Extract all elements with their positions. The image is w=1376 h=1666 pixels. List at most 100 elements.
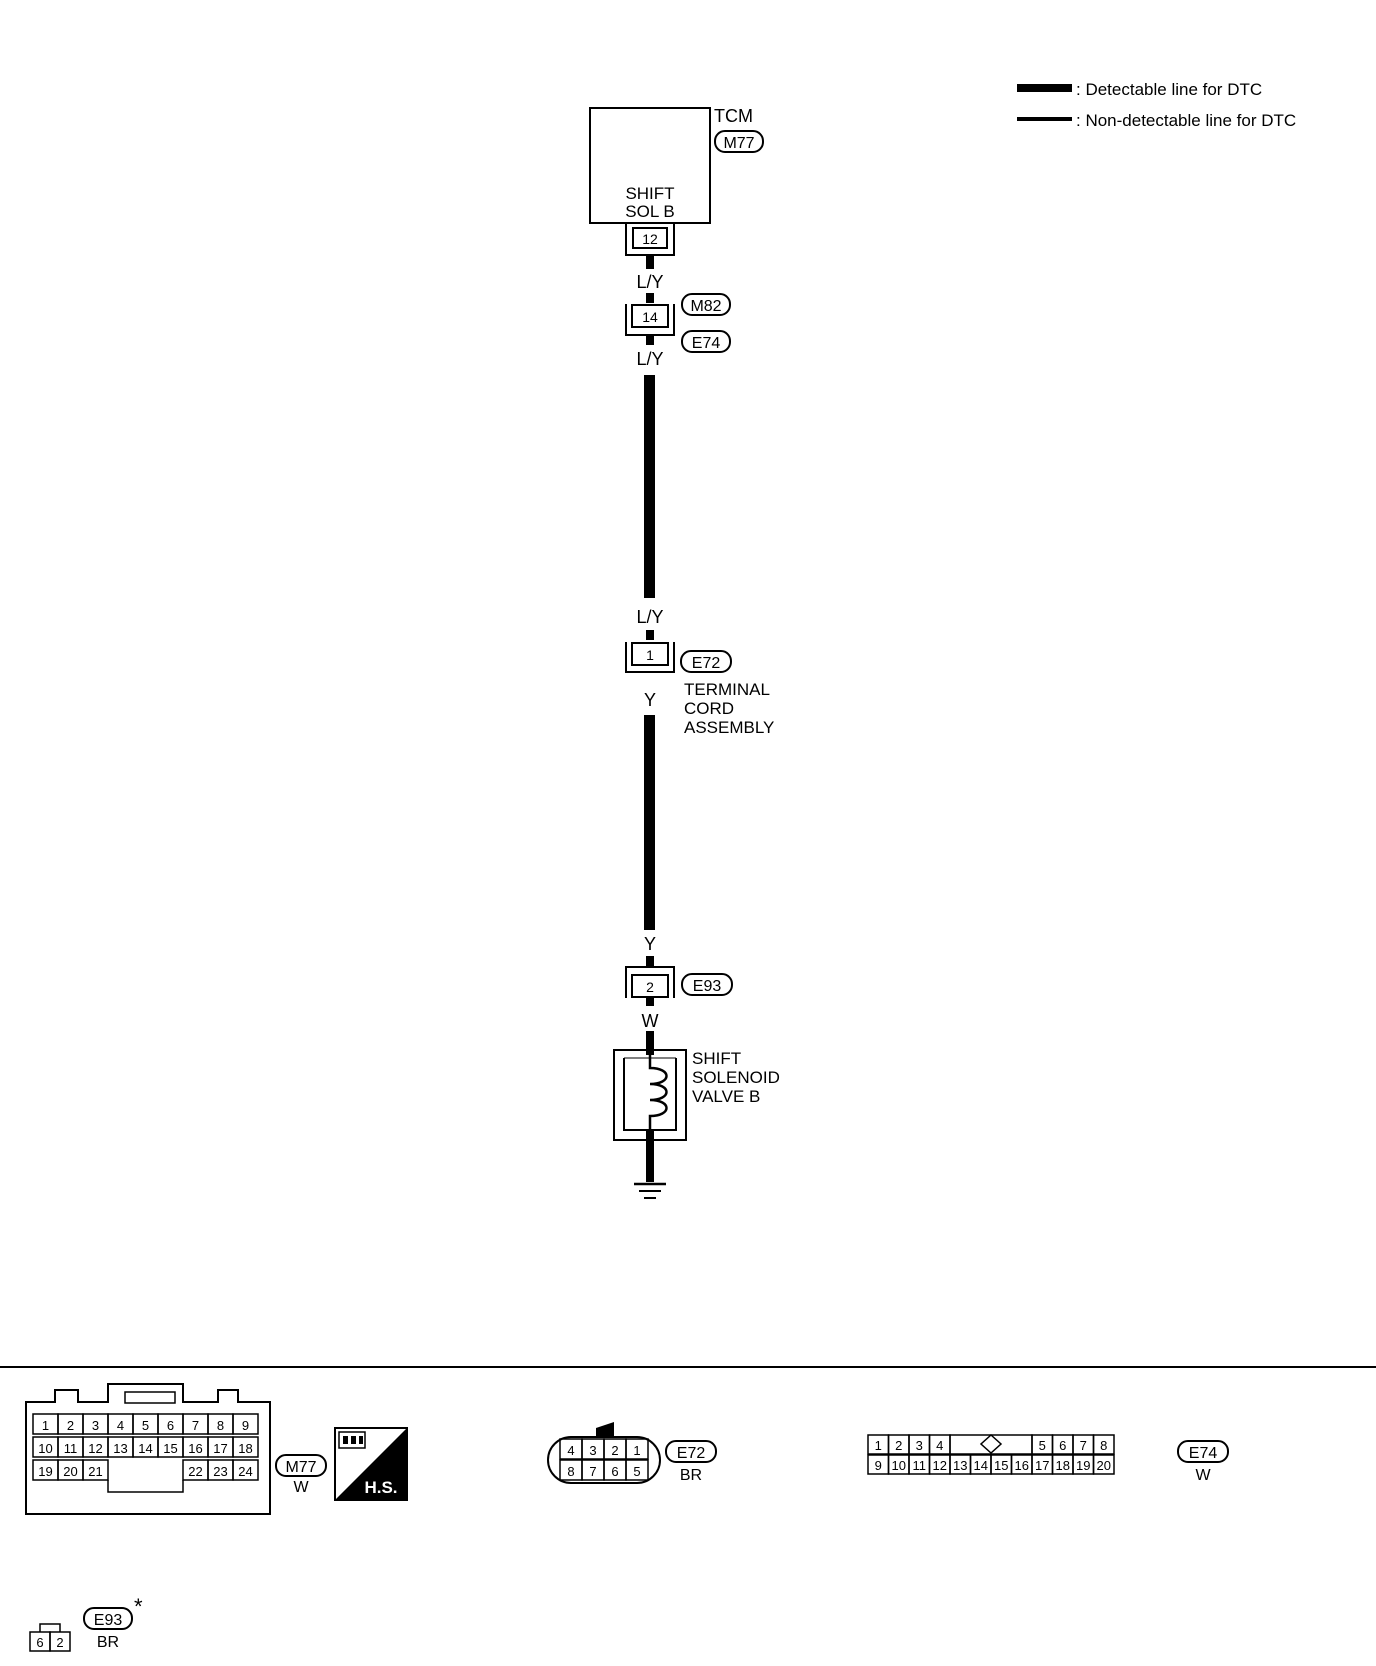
svg-text:1: 1	[42, 1418, 49, 1433]
e93-pin: 2	[49, 1631, 71, 1652]
e74-pin: 20	[1092, 1454, 1115, 1475]
solenoid-label-3: VALVE B	[692, 1087, 760, 1106]
solenoid-connector-terminal: 2	[646, 979, 654, 995]
wire-segment-5	[646, 956, 654, 966]
m77-pin: 4	[107, 1413, 134, 1435]
e74-pin: 17	[1031, 1454, 1054, 1475]
m77-pin: 20	[57, 1459, 84, 1481]
e72-pin: 6	[603, 1459, 627, 1481]
m77-pin: 15	[157, 1436, 184, 1458]
svg-text:7: 7	[192, 1418, 199, 1433]
terminal-cord-label-2: CORD	[684, 699, 734, 718]
e74-pin: 6	[1051, 1434, 1074, 1455]
e74-pin: 4	[928, 1434, 951, 1455]
e74-pin: 14	[969, 1454, 992, 1475]
e74-pin: 9	[867, 1454, 890, 1475]
svg-text:E74: E74	[692, 335, 721, 352]
m77-pin: 6	[157, 1413, 184, 1435]
e74-pin: 19	[1072, 1454, 1095, 1475]
e74-color: W	[1195, 1467, 1211, 1484]
legend: : Detectable line for DTC : Non-detectab…	[1017, 80, 1296, 130]
e74-pin: 11	[908, 1454, 931, 1475]
wire-color-3: L/Y	[636, 607, 663, 627]
svg-text:12: 12	[88, 1441, 102, 1456]
shift-solenoid-valve: SHIFT SOLENOID VALVE B	[613, 1049, 780, 1141]
svg-text:17: 17	[213, 1441, 227, 1456]
svg-text:2: 2	[67, 1418, 74, 1433]
m77-pin: 2	[57, 1413, 84, 1435]
svg-text:10: 10	[892, 1458, 906, 1473]
svg-text:16: 16	[188, 1441, 202, 1456]
svg-text:18: 18	[238, 1441, 252, 1456]
e72-badge: E72	[665, 1440, 717, 1463]
wire-color-1: L/Y	[636, 272, 663, 292]
e74-pin: 15	[990, 1454, 1013, 1475]
svg-text:1: 1	[633, 1443, 640, 1458]
legend-non-detectable-swatch	[1017, 117, 1072, 121]
coil-icon	[648, 1055, 668, 1130]
svg-text:3: 3	[92, 1418, 99, 1433]
svg-text:2: 2	[56, 1635, 63, 1650]
solenoid-connector: 2 E93	[625, 966, 733, 998]
svg-text:12: 12	[933, 1458, 947, 1473]
e74-pin: 1	[867, 1434, 890, 1455]
m77-recess	[107, 1480, 184, 1493]
svg-text:11: 11	[64, 1441, 78, 1456]
svg-text:14: 14	[138, 1441, 152, 1456]
svg-text:20: 20	[63, 1464, 77, 1479]
e72-key-tab	[596, 1422, 614, 1437]
tcm-unit: TCM M77 SHIFT SOL B 12	[589, 106, 764, 256]
svg-text:16: 16	[1015, 1458, 1029, 1473]
svg-text:9: 9	[875, 1458, 882, 1473]
wire-segment-2	[646, 293, 654, 303]
e72-pin: 2	[603, 1438, 627, 1460]
m77-pin: 3	[82, 1413, 109, 1435]
legend-non-detectable-text: : Non-detectable line for DTC	[1076, 111, 1296, 130]
svg-text:15: 15	[163, 1441, 177, 1456]
m77-pin: 23	[207, 1459, 234, 1481]
svg-text:8: 8	[217, 1418, 224, 1433]
e93-mark: *	[134, 1594, 143, 1619]
terminal-cord-label-3: ASSEMBLY	[684, 718, 774, 737]
e72-pin: 7	[581, 1459, 605, 1481]
svg-text:13: 13	[953, 1458, 967, 1473]
wire-color-6: W	[642, 1011, 659, 1031]
terminal-cord-terminal: 1	[646, 647, 654, 663]
e74-pin: 3	[908, 1434, 931, 1455]
m77-pin: 18	[232, 1436, 259, 1458]
joint-connector-terminal: 14	[642, 309, 658, 325]
wire-segment-8	[646, 1130, 654, 1182]
svg-text:6: 6	[1059, 1438, 1066, 1453]
e74-pin: 16	[1010, 1454, 1033, 1475]
terminal-cord-connector: 1 E72 TERMINAL CORD ASSEMBLY	[625, 642, 774, 737]
svg-text:5: 5	[1039, 1438, 1046, 1453]
svg-text:18: 18	[1056, 1458, 1070, 1473]
wire-color-5: Y	[644, 934, 656, 954]
e74-pin: 13	[949, 1454, 972, 1475]
e74-key-diamond	[979, 1433, 1003, 1455]
svg-text:M82: M82	[690, 298, 721, 315]
svg-text:11: 11	[913, 1458, 927, 1473]
e72-pin: 4	[559, 1438, 583, 1460]
e93-badge: E93	[83, 1607, 133, 1630]
svg-text:20: 20	[1097, 1458, 1111, 1473]
svg-text:E74: E74	[1189, 1445, 1218, 1462]
wire-segment-6	[646, 998, 654, 1006]
solenoid-connector-badge: E93	[681, 973, 733, 996]
e93-pin: 6	[29, 1631, 51, 1652]
e72-pin: 1	[625, 1438, 649, 1460]
tcm-name: TCM	[714, 106, 753, 126]
e74-pin: 12	[928, 1454, 951, 1475]
svg-text:22: 22	[188, 1464, 202, 1479]
m77-pin: 17	[207, 1436, 234, 1458]
wire-detectable-2	[644, 715, 655, 930]
svg-text:M77: M77	[285, 1459, 316, 1476]
joint-connector: 14 M82 E74	[625, 293, 731, 353]
svg-text:2: 2	[895, 1438, 902, 1453]
joint-connector-bottom-badge: E74	[681, 330, 731, 353]
svg-text:10: 10	[38, 1441, 52, 1456]
